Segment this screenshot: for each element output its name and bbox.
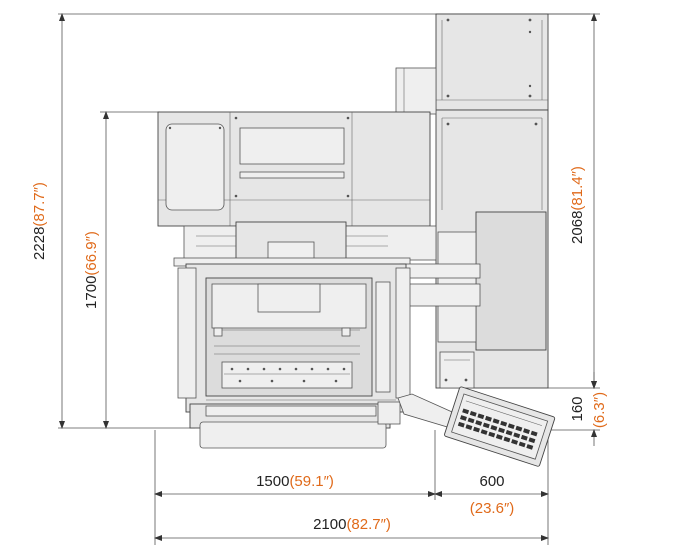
dim-2228-mm: 2228 <box>31 227 48 260</box>
dim-label-1500: 1500(59.1″) <box>256 473 334 490</box>
upper-hood <box>157 111 431 227</box>
dim-label-160-inch: (6.3″) <box>591 392 608 428</box>
dimension-lines <box>59 13 597 541</box>
dim-label-2068: 2068(81.4″) <box>569 166 586 244</box>
dim-160-inch: (6.3″) <box>591 392 608 428</box>
dim-label-1700: 1700(66.9″) <box>83 231 100 309</box>
svg-text:1700(66.9″): 1700(66.9″) <box>83 231 100 309</box>
dim-160-mm: 160 <box>569 396 586 421</box>
svg-text:2068(81.4″): 2068(81.4″) <box>569 166 586 244</box>
dim-label-160: 160 <box>569 396 586 421</box>
dim-1700-mm: 1700 <box>83 276 100 309</box>
control-pendant <box>397 386 556 467</box>
dim-1700-inch: (66.9″) <box>83 231 100 276</box>
dim-2100-inch: (82.7″) <box>346 516 391 533</box>
keypad <box>457 408 538 450</box>
main-body <box>177 263 411 413</box>
dim-1500-inch: (59.1″) <box>289 473 334 490</box>
right-cabinet <box>395 13 549 389</box>
dim-600-mm: 600 <box>479 473 504 490</box>
svg-text:2228(87.7″): 2228(87.7″) <box>31 182 48 260</box>
front-base <box>189 401 401 449</box>
dim-2068-mm: 2068 <box>569 211 586 244</box>
dim-2100-mm: 2100 <box>313 516 346 533</box>
dim-600-inch: (23.6″) <box>470 500 515 517</box>
dim-2228-inch: (87.7″) <box>31 182 48 227</box>
dim-1500-mm: 1500 <box>256 473 289 490</box>
svg-text:160: 160 <box>569 396 586 421</box>
dim-label-2228: 2228(87.7″) <box>31 182 48 260</box>
dim-label-2100: 2100(82.7″) <box>313 516 391 533</box>
dim-2068-inch: (81.4″) <box>569 166 586 211</box>
